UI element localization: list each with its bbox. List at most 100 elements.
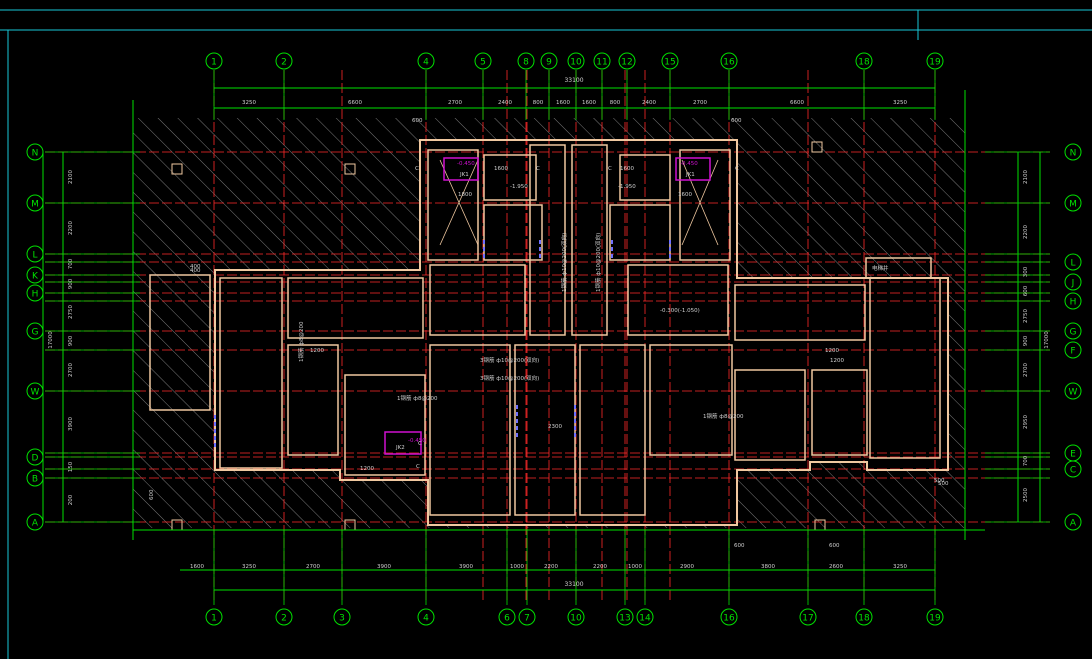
top-dim-text: 800 — [533, 100, 544, 106]
left-dim-text: 700 — [68, 258, 74, 269]
bottom-axis-bubble-circle — [417, 608, 435, 626]
right-axis-bubble-label: W — [1069, 388, 1078, 398]
top-axis-bubble-circle — [618, 52, 636, 70]
label-text: C — [536, 166, 540, 172]
room-wall — [571, 144, 608, 336]
top-axis-bubble-circle — [540, 52, 558, 70]
left-axis-bubble-label: W — [31, 388, 40, 398]
left-axis-bubble-label: D — [32, 454, 39, 464]
right-axis-bubble-label: N — [1070, 149, 1077, 159]
room-wall — [811, 369, 868, 456]
left-axis-bubble-circle — [26, 448, 44, 466]
bottom-dim-text: 1000 — [510, 564, 524, 570]
top-axis-bubble-label: 9 — [546, 58, 552, 68]
right-dim-text: 2100 — [1023, 170, 1029, 184]
label-text: 400 — [190, 268, 201, 274]
small-dim-text: 600 — [412, 118, 423, 124]
top-dim-text: 1600 — [582, 100, 596, 106]
small-dim-text: 500 — [934, 478, 945, 484]
bottom-dim-text: 3250 — [893, 564, 907, 570]
small-dim-text: 600 — [829, 543, 840, 549]
label-text: JK1 — [459, 172, 469, 178]
top-dim-text: 6600 — [790, 100, 804, 106]
room-wall — [865, 257, 932, 279]
top-axis-bubble-label: 5 — [480, 58, 486, 68]
room-wall — [734, 369, 806, 461]
label-text: 2300 — [548, 424, 562, 430]
level-text: -1.950 — [510, 184, 528, 190]
right-axis-bubble-label: J — [1071, 279, 1075, 289]
room-wall — [609, 204, 671, 261]
right-axis-bubble-label: F — [1070, 347, 1075, 357]
label-text: 1600 — [494, 166, 508, 172]
room-wall — [483, 154, 537, 201]
bottom-axis-bubble-circle — [720, 608, 738, 626]
slab-note: 3钢筋 ф10@200(双向) — [480, 356, 539, 364]
label-text: 1600 — [620, 166, 634, 172]
small-dim-text: 400 — [190, 264, 201, 270]
label-text: C — [415, 166, 419, 172]
room-wall — [579, 344, 646, 516]
bottom-axis-bubble-circle — [205, 608, 223, 626]
top-axis-bubble-circle — [567, 52, 585, 70]
top-axis-bubble-circle — [855, 52, 873, 70]
bottom-axis-bubble-label: 1 — [211, 614, 217, 624]
bottom-axis-bubble-label: 13 — [619, 614, 630, 624]
top-axis-bubble-circle — [926, 52, 944, 70]
left-axis-bubble-circle — [26, 266, 44, 284]
elevator-cross — [439, 159, 479, 246]
column — [344, 163, 356, 175]
right-dim-text: 2750 — [1023, 309, 1029, 323]
room-wall — [287, 277, 424, 339]
room-wall — [619, 154, 671, 201]
elevator-cross — [681, 159, 719, 246]
top-axis-bubble-circle — [593, 52, 611, 70]
left-dim-text: 2700 — [68, 363, 74, 377]
column — [171, 163, 183, 175]
right-axis-bubble-circle — [1064, 143, 1082, 161]
label-text: C — [418, 441, 422, 447]
right-dim-text: 300 — [1023, 266, 1029, 277]
bottom-axis-bubble-label: 2 — [281, 614, 287, 624]
label-text: 1200 — [825, 348, 839, 354]
right-axis-bubble-label: E — [1070, 450, 1076, 460]
bottom-dim-text: 3900 — [377, 564, 391, 570]
left-dim-text: 2200 — [68, 221, 74, 235]
bottom-axis-bubble-circle — [567, 608, 585, 626]
bottom-axis-bubble-label: 4 — [423, 614, 429, 624]
right-axis-bubble-label: M — [1069, 200, 1077, 210]
bottom-axis-bubble-label: 10 — [570, 614, 582, 624]
bottom-dim-text: 3800 — [761, 564, 775, 570]
bottom-axis-bubble-label: 3 — [339, 614, 345, 624]
bottom-dim-text: 1000 — [628, 564, 642, 570]
hatched-fill-area — [133, 118, 965, 528]
slab-note: 1钢筋 ф10@200(双向) — [594, 233, 602, 292]
bottom-axis-bubble-circle — [636, 608, 654, 626]
room-wall — [529, 144, 566, 336]
top-axis-bubble-circle — [661, 52, 679, 70]
bottom-axis-bubble-circle — [926, 608, 944, 626]
slab-note: 3钢筋 ф10@200(双向) — [480, 374, 539, 382]
label-text: 1800 — [458, 192, 472, 198]
bottom-total-dim: 33100 — [564, 581, 583, 588]
left-dim-text: 200 — [68, 494, 74, 505]
left-axis-bubble-circle — [26, 322, 44, 340]
label-text: 1200 — [310, 348, 324, 354]
left-dim-text: 900 — [68, 335, 74, 346]
room-wall — [514, 344, 576, 516]
bottom-axis-bubble-circle — [855, 608, 873, 626]
room-wall — [219, 277, 283, 469]
top-dim-text: 6600 — [348, 100, 362, 106]
level-text: -0.450 — [408, 438, 426, 444]
left-axis-bubble-label: B — [32, 475, 38, 485]
right-axis-bubble-circle — [1064, 513, 1082, 531]
label-text: 500 — [938, 481, 949, 487]
right-dim-text: 700 — [1023, 455, 1029, 466]
top-axis-bubble-label: 1 — [211, 58, 217, 68]
left-axis-bubble-label: N — [32, 149, 39, 159]
right-dim-text: 2200 — [1023, 225, 1029, 239]
bottom-axis-bubble-circle — [799, 608, 817, 626]
left-axis-bubble-label: H — [32, 290, 39, 300]
room-wall — [344, 374, 426, 476]
column — [811, 141, 823, 153]
